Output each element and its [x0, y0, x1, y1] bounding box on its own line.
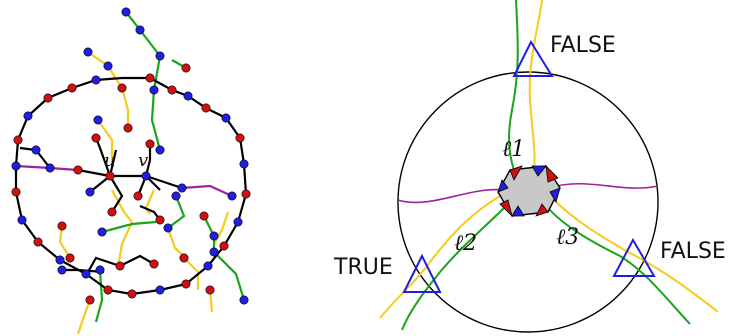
- vertex-v-label: v: [138, 150, 148, 171]
- magenta-curve: [397, 182, 659, 204]
- vertex-red: [73, 165, 83, 175]
- yellow-path-right: [551, 197, 719, 313]
- vertex-red: [103, 285, 113, 295]
- vertex-blue: [81, 269, 91, 279]
- label-true-left: TRUE: [333, 255, 393, 280]
- left-graph: u v: [11, 7, 251, 335]
- vertex-red: [181, 279, 191, 289]
- vertex-red: [199, 211, 209, 221]
- vertex-red: [145, 73, 155, 83]
- vertex-blue: [227, 191, 237, 201]
- vertex-blue: [103, 61, 113, 71]
- vertex-red: [11, 187, 21, 197]
- triangle-left: [402, 253, 442, 293]
- vertex-red: [167, 85, 177, 95]
- vertex-blue: [163, 223, 173, 233]
- vertex-red: [57, 221, 67, 231]
- vertex-blue: [55, 255, 65, 265]
- vertex-red: [43, 93, 53, 103]
- vertex-blue: [203, 261, 213, 271]
- label-false-right: FALSE: [660, 239, 726, 264]
- path-label-l1: ℓ1: [502, 137, 525, 162]
- vertex-blue: [177, 183, 187, 193]
- vertex-blue: [45, 163, 55, 173]
- vertex-blue: [239, 159, 249, 169]
- vertex-blue: [209, 247, 219, 257]
- blue-vertices: [11, 7, 249, 305]
- vertex-blue: [221, 113, 231, 123]
- vertex-red: [13, 135, 23, 145]
- vertex-blue: [91, 75, 101, 85]
- vertex-red: [241, 189, 251, 199]
- green-edges: [94, 11, 246, 323]
- green-path-top: [508, 0, 519, 177]
- vertex-blue: [17, 215, 27, 225]
- green-path-left: [401, 205, 507, 331]
- vertex-red: [127, 289, 137, 299]
- green-path-right: [547, 207, 691, 325]
- vertex-blue: [97, 227, 107, 237]
- vertex-blue: [95, 265, 105, 275]
- vertex-blue: [239, 295, 249, 305]
- triangle-right: [612, 237, 656, 277]
- vertex-blue: [23, 111, 33, 121]
- vertex-u-label: u: [104, 150, 116, 171]
- vertex-blue: [85, 187, 95, 197]
- vertex-blue: [141, 171, 151, 181]
- vertex-red: [205, 285, 215, 295]
- vertex-blue: [155, 145, 165, 155]
- vertex-red: [67, 83, 77, 93]
- vertex-red: [149, 259, 159, 269]
- vertex-blue: [31, 145, 41, 155]
- vertex-red: [123, 123, 133, 133]
- vertex-blue: [171, 191, 181, 201]
- vertex-red: [219, 241, 229, 251]
- black-edges: [14, 76, 248, 296]
- vertex-blue: [83, 47, 93, 57]
- vertex-blue: [155, 51, 165, 61]
- vertex-red: [65, 253, 75, 263]
- vertex-blue: [209, 231, 219, 241]
- right-gadget: FALSE FALSE TRUE ℓ1 ℓ2 ℓ3: [333, 0, 726, 333]
- vertex-blue: [11, 161, 21, 171]
- vertex-blue: [183, 91, 193, 101]
- vertex-blue: [149, 85, 159, 95]
- triangle-top: [512, 39, 554, 77]
- vertex-red: [33, 237, 43, 247]
- vertex-red: [179, 253, 189, 263]
- yellow-path-top: [528, 0, 543, 173]
- vertex-red: [133, 191, 143, 201]
- vertex-red: [91, 133, 101, 143]
- red-vertices: [11, 63, 251, 305]
- vertex-red: [117, 83, 127, 93]
- path-label-l3: ℓ3: [556, 225, 579, 250]
- vertex-red: [235, 133, 245, 143]
- vertex-red: [105, 171, 115, 181]
- outer-circle: [397, 71, 659, 333]
- path-label-l2: ℓ2: [454, 231, 477, 256]
- label-false-top: FALSE: [550, 33, 616, 58]
- vertex-red: [145, 139, 155, 149]
- vertex-blue: [233, 217, 243, 227]
- vertex-red: [201, 103, 211, 113]
- yellow-path-left: [379, 195, 501, 319]
- vertex-red: [181, 63, 191, 73]
- vertex-red: [85, 295, 95, 305]
- vertex-red: [155, 215, 165, 225]
- vertex-red: [115, 261, 125, 271]
- vertex-blue: [121, 7, 131, 17]
- vertex-red: [107, 207, 117, 217]
- vertex-blue: [155, 285, 165, 295]
- vertex-blue: [93, 115, 103, 125]
- gadget-corners: [497, 164, 561, 218]
- vertex-blue: [57, 265, 67, 275]
- vertex-blue: [135, 25, 145, 35]
